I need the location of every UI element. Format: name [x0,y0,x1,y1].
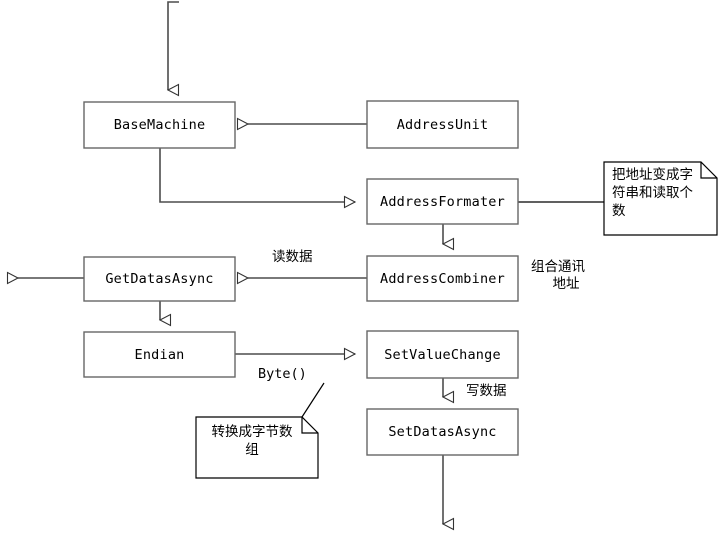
node-box-base-machine[interactable] [83,101,236,149]
node-box-set-datas-async[interactable] [366,408,519,456]
node-box-set-value-change[interactable] [366,330,519,379]
node-box-endian[interactable] [83,331,236,378]
node-box-address-unit[interactable] [366,100,519,149]
edge-label-combine-address: 组合通讯 地址 [531,259,601,293]
note-text-address: 把地址变成字 符串和读取个 数 [612,167,710,220]
note-address-line-3: 数 [612,202,626,219]
note-shape-bytes[interactable] [195,416,319,479]
edge-label-combine-address-line-2: 地址 [552,275,580,292]
note-bytes-line-1: 转换成字节数 [211,424,293,440]
edge-label-read-data: 读数据 [272,249,313,265]
edge-note-bytes-connector [301,382,325,418]
edge-label-combine-address-line-1: 组合通讯 [531,259,585,275]
note-bytes-line-2: 组 [245,441,259,458]
node-box-address-combiner[interactable] [366,255,519,302]
note-address-line-1: 把地址变成字 [612,167,693,183]
node-box-get-datas-async[interactable] [83,256,236,302]
edge-base-machine-to-address-formater [159,148,357,209]
note-text-bytes: 转换成字节数 组 [200,424,304,460]
diagram-notes-layer [195,161,718,479]
diagram-nodes-layer [83,100,519,456]
note-address-line-2: 符串和读取个 [612,184,693,201]
node-box-address-formater[interactable] [366,178,519,225]
note-shape-address[interactable] [603,161,718,236]
edge-entry-to-base-machine [166,1,180,97]
edge-label-byte-array: Byte() [258,366,307,382]
edge-label-write-data: 写数据 [466,383,507,399]
